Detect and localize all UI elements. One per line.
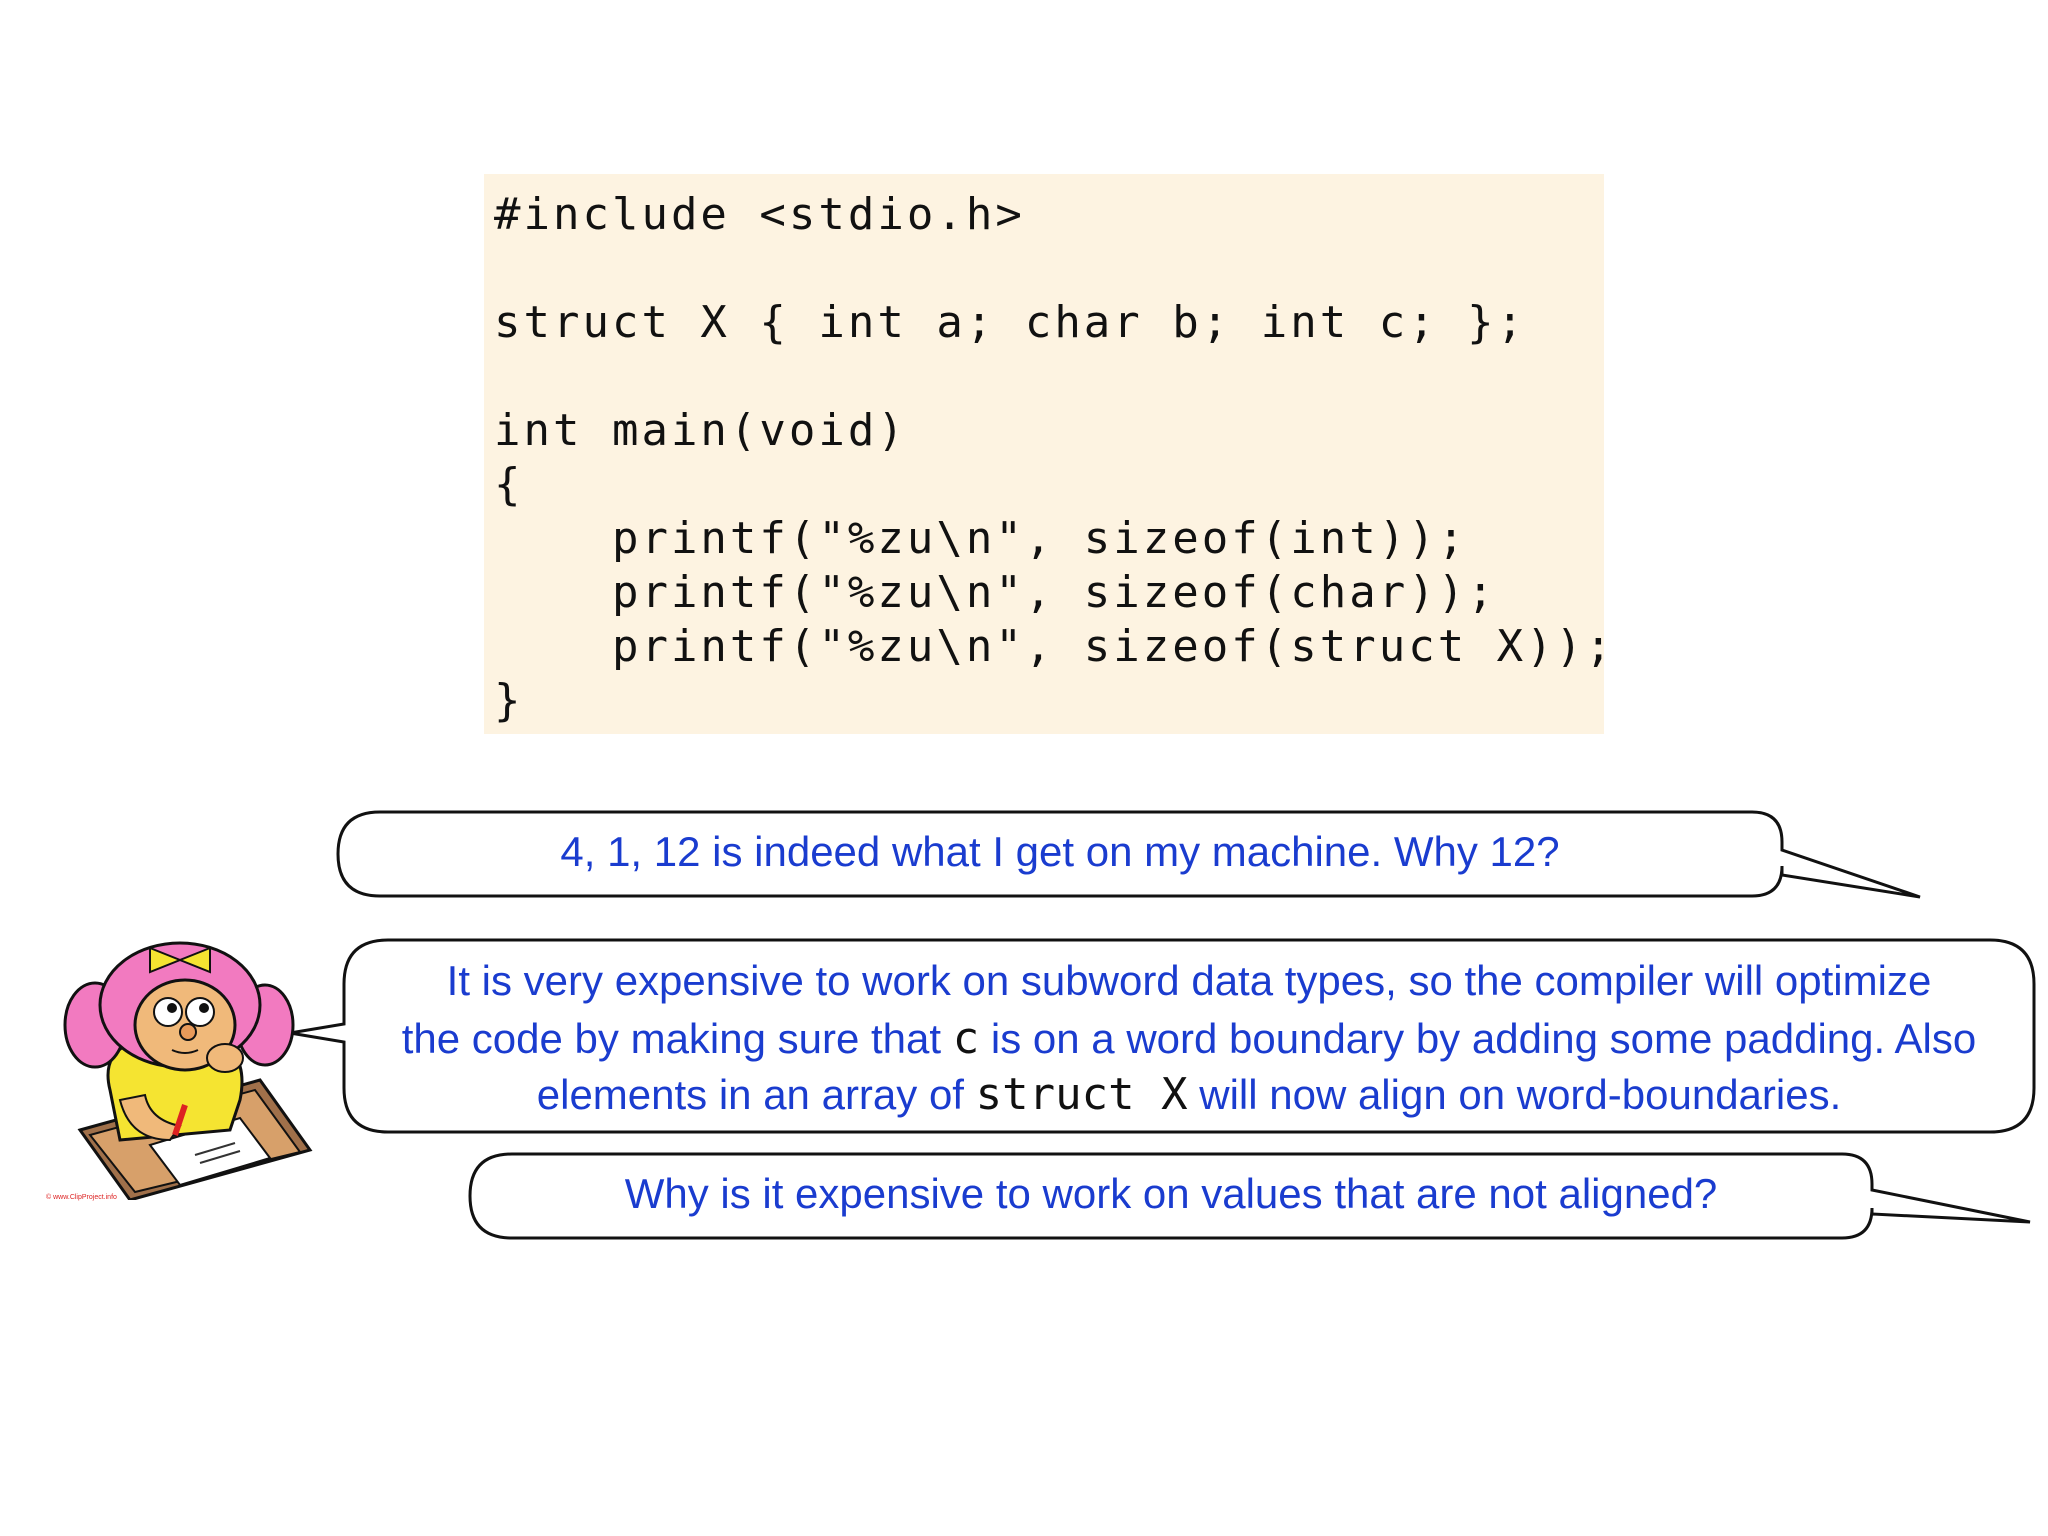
code-line: int main(void) — [494, 405, 907, 456]
code-block: #include <stdio.h> struct X { int a; cha… — [484, 174, 1615, 734]
code-line: #include <stdio.h> — [494, 189, 1025, 240]
code-line: struct X { int a; char b; int c; }; — [494, 297, 1527, 348]
code-line: printf("%zu\n", sizeof(char)); — [494, 567, 1497, 618]
speech-bubble-answer — [289, 938, 2036, 1134]
answer-text: will now align on word-boundaries. — [1187, 1071, 1842, 1118]
code-line: printf("%zu\n", sizeof(int)); — [494, 513, 1468, 564]
speech-bubble-first — [336, 810, 1921, 899]
code-line: printf("%zu\n", sizeof(struct X)); — [494, 621, 1615, 672]
bubble-text-first: 4, 1, 12 is indeed what I get on my mach… — [560, 828, 1560, 875]
bubble-text-second: Why is it expensive to work on values th… — [624, 1170, 1718, 1217]
bubble-text-answer-line1: It is very expensive to work on subword … — [446, 957, 1932, 1004]
code-inline-c: c — [952, 1013, 980, 1064]
speech-bubble-second — [468, 1152, 2031, 1240]
illustration-credit: © www.ClipProject.info — [46, 1194, 117, 1201]
code-inline-struct: struct X — [975, 1069, 1188, 1120]
girl-writing-icon — [63, 941, 313, 1200]
bubble-text-answer-line2: the code by making sure that c is on a w… — [344, 1013, 2034, 1064]
answer-text: elements in an array of — [536, 1071, 976, 1118]
code-line: { — [494, 459, 524, 510]
answer-text: the code by making sure that — [401, 1015, 953, 1062]
answer-text: is on a word boundary by adding some pad… — [979, 1015, 1977, 1062]
code-line: } — [494, 675, 524, 726]
bubble-text-answer-line3: elements in an array of struct X will no… — [344, 1069, 2034, 1120]
